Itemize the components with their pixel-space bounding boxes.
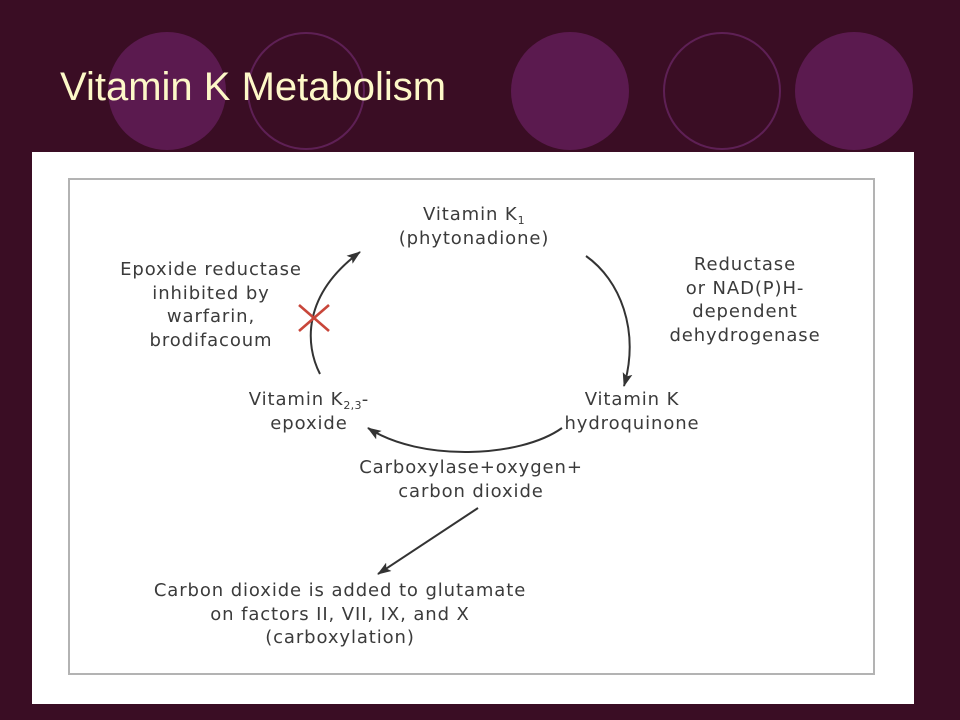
vitamin-k-epoxide-subscript: 2,3 [343,399,362,412]
node-vitamin-k1: Vitamin K1 (phytonadione) [399,203,550,250]
enzyme-epoxide-reductase-line: Epoxide reductase [120,259,302,280]
outcome-carboxylation-line: (carboxylation) [265,627,415,648]
enzyme-epoxide-reductase-line: brodifacoum [149,329,273,351]
enzyme-carboxylase-line: Carboxylase+oxygen+ [359,457,583,478]
enzyme-reductase-line: Reductase [693,254,797,275]
decorative-circle-ring [247,32,365,150]
node-hydroquinone-line: hydroquinone [564,412,700,434]
enzyme-reductase: Reductase or NAD(P)H- dependent dehydrog… [669,253,820,347]
enzyme-epoxide-reductase-line: warfarin, [166,306,256,327]
node-vitamin-k-epoxide: Vitamin K2,3- epoxide [249,388,369,435]
vitamin-k-epoxide-text: Vitamin K [248,389,344,410]
outcome-carboxylation: Carbon dioxide is added to glutamate on … [154,579,526,650]
node-vitamin-k1-alias: (phytonadione) [398,227,550,249]
enzyme-reductase-line: or NAD(P)H- [685,277,805,299]
node-vitamin-k-hydroquinone: Vitamin K hydroquinone [564,388,699,435]
node-hydroquinone-line: Vitamin K [584,389,680,410]
vitamin-k1-subscript: 1 [517,214,525,227]
diagram-frame [68,178,875,675]
outcome-carboxylation-line: Carbon dioxide is added to glutamate [153,580,527,601]
slide-title: Vitamin K Metabolism [60,65,447,109]
enzyme-epoxide-reductase: Epoxide reductase inhibited by warfarin,… [120,258,302,352]
decorative-circle-filled [795,32,913,150]
vitamin-k-epoxide-hyphen: - [361,389,370,410]
decorative-circle-filled [511,32,629,150]
vitamin-k1-text: Vitamin K [423,204,518,225]
decorative-circle-filled [108,32,226,150]
enzyme-reductase-line: dehydrogenase [669,324,821,346]
enzyme-carboxylase-line: carbon dioxide [398,480,544,502]
node-vitamin-k-epoxide-line2: epoxide [270,412,348,434]
enzyme-reductase-line: dependent [692,301,798,322]
node-vitamin-k-epoxide-name: Vitamin K2,3- [249,388,369,412]
enzyme-carboxylase: Carboxylase+oxygen+ carbon dioxide [359,456,583,503]
outcome-carboxylation-line: on factors II, VII, IX, and X [210,603,470,625]
node-vitamin-k1-name: Vitamin K1 [399,203,550,227]
decorative-circle-ring [663,32,781,150]
enzyme-epoxide-reductase-line: inhibited by [152,282,270,304]
